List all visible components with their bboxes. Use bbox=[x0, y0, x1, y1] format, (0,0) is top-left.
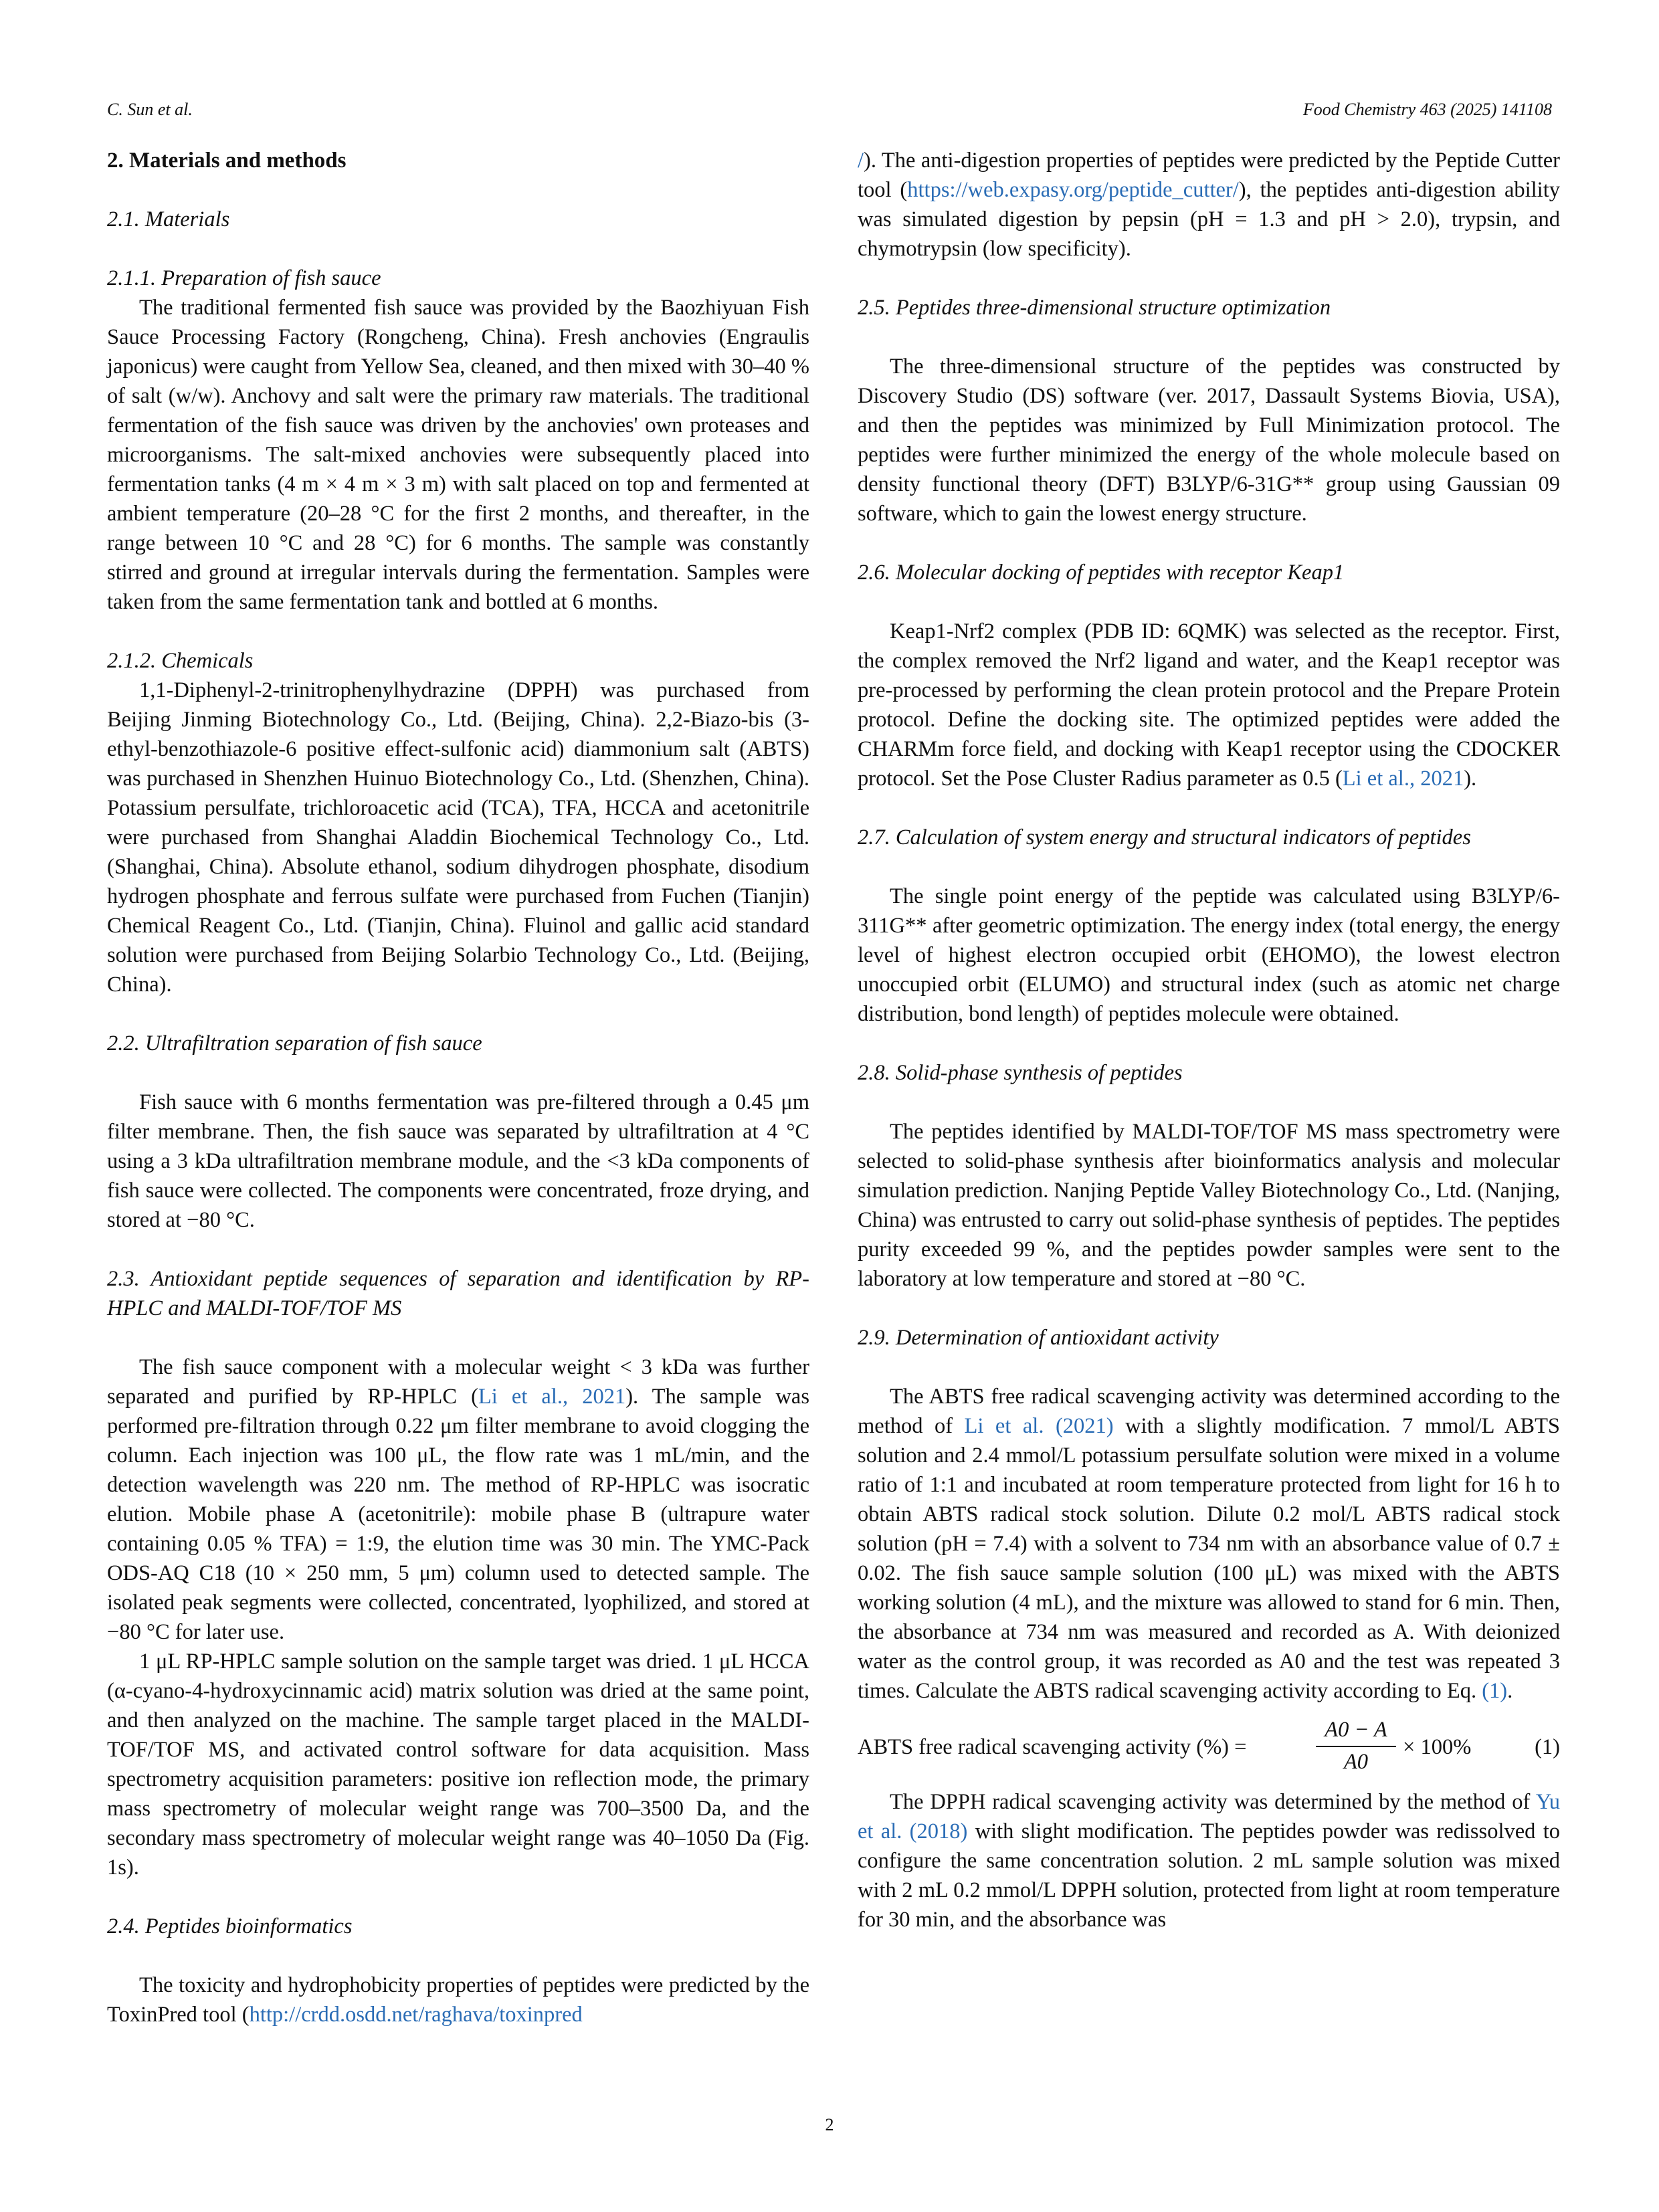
peptide-cutter-link[interactable]: https://web.expasy.org/peptide_cutter/ bbox=[907, 178, 1239, 202]
paragraph-dpph-method: The DPPH radical scavenging activity was… bbox=[858, 1790, 1560, 1932]
equation-number: (1) bbox=[1535, 1735, 1560, 1759]
paragraph-abts-method: The ABTS free radical scavenging activit… bbox=[858, 1385, 1561, 1703]
subsection-heading-2-6: 2.6. Molecular docking of peptides with … bbox=[858, 561, 1345, 585]
subsection-heading-2-3: 2.3. Antioxidant peptide sequences of se… bbox=[107, 1267, 809, 1320]
paragraph-preparation-fish-sauce: The traditional fermented fish sauce was… bbox=[107, 296, 809, 614]
subsection-heading-2-4: 2.4. Peptides bioinformatics bbox=[107, 1914, 353, 1938]
subsection-heading-2-5: 2.5. Peptides three-dimensional structur… bbox=[858, 296, 1331, 320]
paragraph-system-energy: The single point energy of the peptide w… bbox=[858, 884, 1560, 1026]
subsection-heading-2-8: 2.8. Solid-phase synthesis of peptides bbox=[858, 1061, 1183, 1085]
paragraph-chemicals: 1,1-Diphenyl-2-trinitrophenylhydrazine (… bbox=[107, 678, 809, 997]
citation-link[interactable]: Li et al., 2021 bbox=[1342, 767, 1464, 791]
left-column: 2. Materials and methods 2.1. Materials … bbox=[107, 146, 809, 2029]
citation-link[interactable]: Li et al. (2021) bbox=[964, 1414, 1114, 1438]
equation-reference-link[interactable]: (1) bbox=[1482, 1679, 1508, 1703]
paragraph-ultrafiltration: Fish sauce with 6 months fermentation wa… bbox=[107, 1090, 809, 1232]
fraction-denominator: A0 bbox=[1343, 1750, 1369, 1774]
paragraph-maldi: 1 μL RP-HPLC sample solution on the samp… bbox=[107, 1649, 809, 1880]
citation-link[interactable]: Yu et al. (2018) bbox=[858, 1790, 1560, 1843]
paragraph-bioinformatics: The toxicity and hydrophobicity properti… bbox=[107, 1973, 809, 2027]
paragraph-bioinformatics-continued: /). The anti-digestion properties of pep… bbox=[858, 148, 1560, 261]
paragraph-structure-optimization: The three-dimensional structure of the p… bbox=[858, 355, 1560, 526]
toxinpred-link[interactable]: http://crdd.osdd.net/raghava/toxinpred bbox=[249, 2003, 583, 2027]
subsubsection-heading-2-1-1: 2.1.1. Preparation of fish sauce bbox=[107, 266, 381, 290]
subsection-heading-2-7: 2.7. Calculation of system energy and st… bbox=[858, 825, 1471, 849]
equation-fraction: A0 − A A0 bbox=[1316, 1715, 1396, 1777]
running-header-journal: Food Chemistry 463 (2025) 141108 bbox=[1302, 100, 1552, 119]
right-column: /). The anti-digestion properties of pep… bbox=[858, 146, 1560, 1934]
equation-multiplier: × 100% bbox=[1403, 1735, 1472, 1759]
toxinpred-link-continued[interactable]: / bbox=[858, 148, 864, 173]
paragraph-solid-phase-synthesis: The peptides identified by MALDI-TOF/TOF… bbox=[858, 1120, 1561, 1291]
fraction-numerator: A0 − A bbox=[1316, 1715, 1396, 1747]
subsection-heading-2-9: 2.9. Determination of antioxidant activi… bbox=[858, 1326, 1219, 1350]
page-number: 2 bbox=[825, 2115, 834, 2134]
paragraph-molecular-docking: Keap1-Nrf2 complex (PDB ID: 6QMK) was se… bbox=[858, 619, 1560, 791]
section-heading-materials-methods: 2. Materials and methods bbox=[107, 148, 347, 173]
subsection-heading-2-2: 2.2. Ultrafiltration separation of fish … bbox=[107, 1031, 482, 1055]
running-header-authors: C. Sun et al. bbox=[107, 100, 193, 119]
subsection-heading-2-1: 2.1. Materials bbox=[107, 207, 230, 231]
equation-abts-scavenging: ABTS free radical scavenging activity (%… bbox=[858, 1715, 1560, 1779]
paragraph-rp-hplc: The fish sauce component with a molecula… bbox=[107, 1355, 809, 1644]
citation-link[interactable]: Li et al., 2021 bbox=[478, 1385, 626, 1409]
equation-label: ABTS free radical scavenging activity (%… bbox=[858, 1735, 1247, 1759]
subsubsection-heading-2-1-2: 2.1.2. Chemicals bbox=[107, 649, 254, 673]
